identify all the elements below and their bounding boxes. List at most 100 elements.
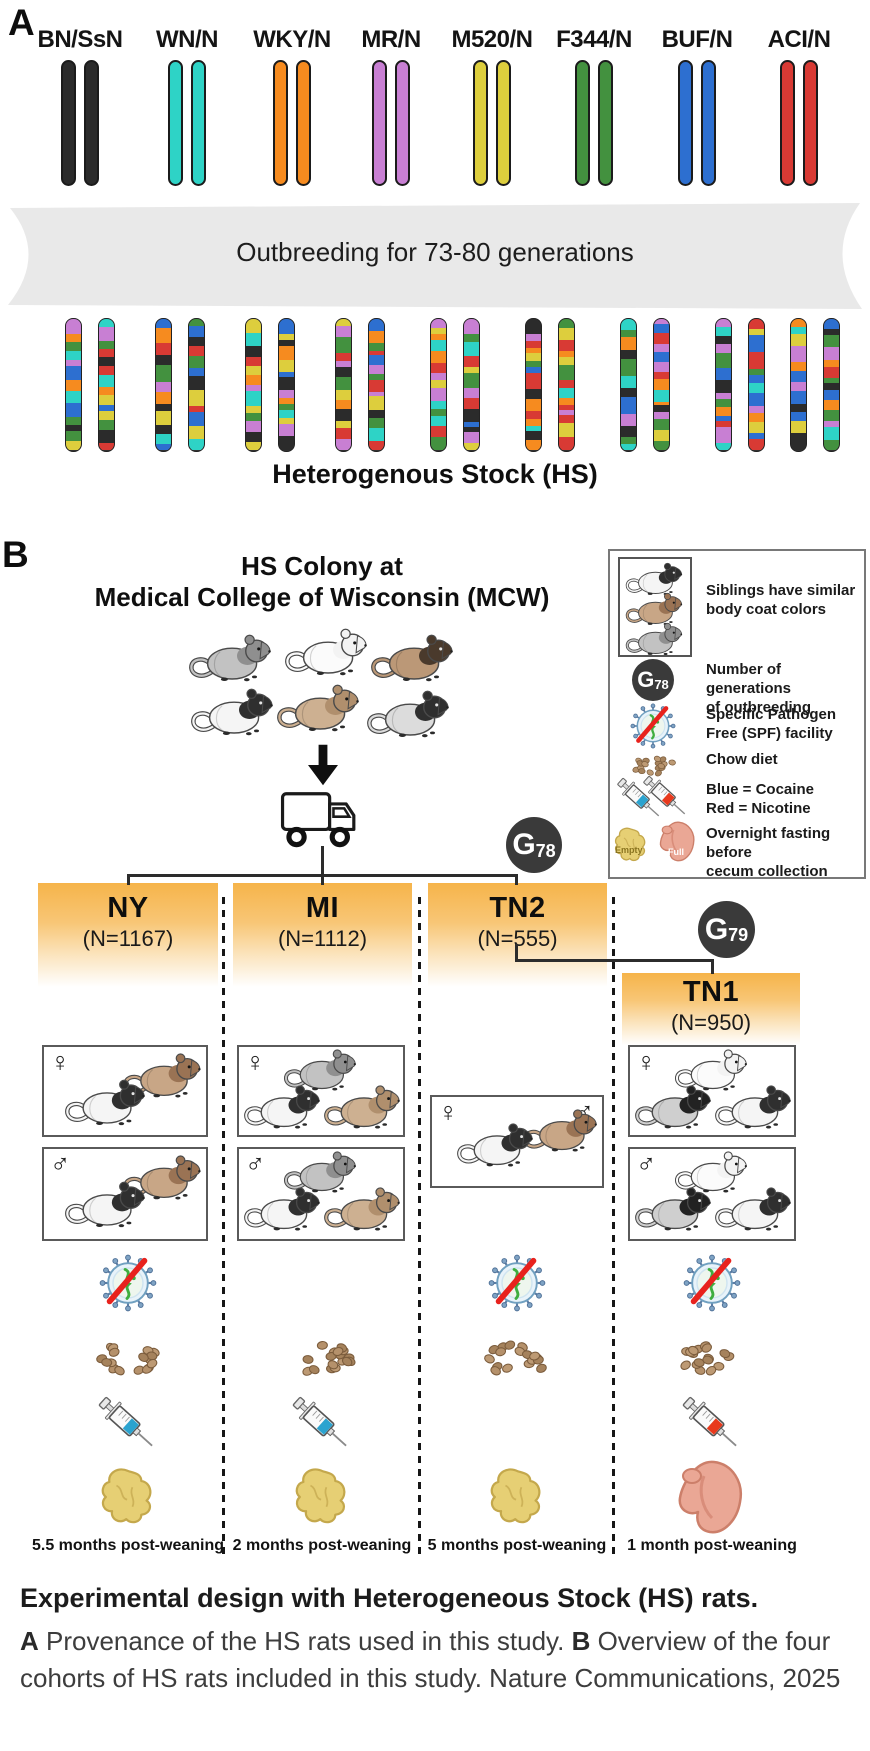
rat-white-icon bbox=[675, 1049, 747, 1091]
chromosome-bar bbox=[273, 60, 288, 186]
rat-hooded-icon bbox=[244, 1085, 320, 1129]
legend-box: Siblings have similar body coat colors G… bbox=[608, 549, 866, 880]
figure-caption: Experimental design with Heterogeneous S… bbox=[20, 1583, 854, 1697]
rat-gray-icon bbox=[284, 1151, 356, 1193]
cocaine-syringe-icon bbox=[617, 777, 660, 817]
legend-chow-text: Chow diet bbox=[706, 751, 778, 768]
strain-label: ACI/N bbox=[767, 26, 831, 53]
column-divider bbox=[418, 897, 421, 1557]
strain-label: BN/SsN bbox=[37, 26, 123, 53]
caption-b-label: B bbox=[571, 1626, 591, 1656]
lineage-connector bbox=[126, 874, 130, 885]
male-symbol: ♂ bbox=[245, 1149, 266, 1179]
timeline-tn1: 1 month post-weaning bbox=[627, 1537, 797, 1554]
column-divider bbox=[612, 897, 615, 1557]
sibling-rats-icon bbox=[618, 557, 692, 657]
chow-diet-icon bbox=[680, 1341, 735, 1376]
chromosome-bar bbox=[780, 60, 795, 186]
chromosome-bar bbox=[473, 60, 488, 186]
rat-gray-icon bbox=[625, 622, 683, 656]
chromosome-bar bbox=[395, 60, 410, 186]
mosaic-chromosome bbox=[368, 318, 385, 452]
rat-tan-icon bbox=[277, 684, 359, 732]
hs-stock-label: Heterogenous Stock (HS) bbox=[272, 459, 598, 489]
strain-label: F344/N bbox=[556, 26, 632, 53]
mosaic-chromosome bbox=[620, 318, 637, 452]
chow-diet-icon bbox=[484, 1340, 547, 1376]
lineage-connector bbox=[514, 944, 518, 962]
mosaic-chromosome bbox=[653, 318, 670, 452]
down-arrow bbox=[308, 744, 338, 786]
mosaic-chromosome bbox=[98, 318, 115, 452]
chow-diet-icon bbox=[96, 1342, 160, 1376]
cecum-empty-icon bbox=[490, 1468, 541, 1524]
syringes-icon bbox=[612, 769, 704, 827]
nicotine-syringe-icon bbox=[682, 1396, 737, 1447]
mosaic-chromosome bbox=[430, 318, 447, 452]
mosaic-chromosome bbox=[188, 318, 205, 452]
cecum-full-icon bbox=[659, 821, 695, 862]
caption-title: Experimental design with Heterogeneous S… bbox=[20, 1583, 759, 1613]
chow-diet-icon bbox=[302, 1341, 356, 1376]
nicotine-syringe-icon bbox=[643, 775, 686, 815]
legend-fasting-text: Overnight fasting before cecum collectio… bbox=[706, 825, 831, 880]
rat-hooded-icon bbox=[715, 1187, 791, 1231]
chow-icon bbox=[622, 747, 688, 784]
legend-drugs-text: Blue = Cocaine Red = Nicotine bbox=[706, 781, 814, 817]
legend-siblings-text: Siblings have similar body coat colors bbox=[706, 582, 856, 618]
chromosome-bar bbox=[803, 60, 818, 186]
lineage-connector bbox=[320, 874, 324, 885]
mi-female-rats-box: ♀ bbox=[237, 1045, 405, 1137]
rat-hooded-icon bbox=[457, 1123, 533, 1167]
strain-label: M520/N bbox=[451, 26, 533, 53]
tn1-female-rats-box: ♀ bbox=[628, 1045, 796, 1137]
male-symbol: ♂ bbox=[636, 1149, 657, 1179]
chow-diet-icon bbox=[632, 755, 676, 777]
spf-virus-icon bbox=[630, 703, 676, 754]
cohort-name-tn2: TN2 bbox=[489, 892, 546, 924]
chromosome-bar bbox=[701, 60, 716, 186]
chromosome-bar bbox=[575, 60, 590, 186]
cohort-header-mi: MI (N=1112) bbox=[233, 883, 412, 987]
rat-gray-hooded-icon bbox=[367, 690, 449, 738]
rat-hooded-icon bbox=[191, 688, 273, 736]
chromosome-bar bbox=[372, 60, 387, 186]
rat-tan-icon bbox=[324, 1085, 400, 1129]
caption-body: A Provenance of the HS rats used in this… bbox=[20, 1623, 854, 1697]
mosaic-chromosome bbox=[823, 318, 840, 452]
rat-gray-icon bbox=[284, 1049, 356, 1091]
caption-b-text: Overview of the four cohorts of HS rats … bbox=[20, 1626, 841, 1693]
cocaine-syringe-icon bbox=[292, 1396, 347, 1447]
rat-tan-icon bbox=[324, 1187, 400, 1231]
legend-spf-text: Specific Pathogen Free (SPF) facility bbox=[706, 706, 837, 742]
timeline-tn2: 5 months post-weaning bbox=[427, 1537, 607, 1554]
cecum-empty-icon bbox=[614, 827, 646, 862]
rat-hooded-icon bbox=[625, 562, 683, 596]
spf-virus-icon bbox=[99, 1254, 157, 1312]
rat-brown-icon bbox=[523, 1109, 597, 1152]
strain-label: WN/N bbox=[156, 26, 218, 53]
timeline-mi: 2 months post-weaning bbox=[232, 1537, 412, 1554]
rat-brown-icon bbox=[123, 1053, 201, 1098]
female-symbol: ♀ bbox=[50, 1047, 71, 1077]
lineage-connector bbox=[710, 959, 714, 974]
cocaine-syringe-icon bbox=[98, 1396, 153, 1447]
tn2-rats-box: ♀ ♂ bbox=[430, 1095, 604, 1188]
chromosome-bar bbox=[496, 60, 511, 186]
rat-brown-icon bbox=[625, 592, 683, 626]
strain-label: WKY/N bbox=[253, 26, 331, 53]
cecum-full-label: Full bbox=[668, 847, 684, 857]
mosaic-chromosome bbox=[278, 318, 295, 452]
mosaic-chromosome bbox=[558, 318, 575, 452]
outbreeding-ribbon bbox=[8, 203, 862, 309]
cohort-n-ny: (N=1167) bbox=[82, 926, 174, 951]
rat-brown-hooded-icon bbox=[371, 634, 453, 682]
cecum-empty-icon bbox=[295, 1468, 346, 1524]
male-symbol: ♂ bbox=[50, 1149, 71, 1179]
colony-title: HS Colony at Medical College of Wisconsi… bbox=[42, 551, 602, 613]
spf-virus-icon bbox=[488, 1254, 546, 1312]
panel-b-label: B bbox=[2, 534, 29, 575]
rat-hooded-icon bbox=[65, 1181, 145, 1228]
